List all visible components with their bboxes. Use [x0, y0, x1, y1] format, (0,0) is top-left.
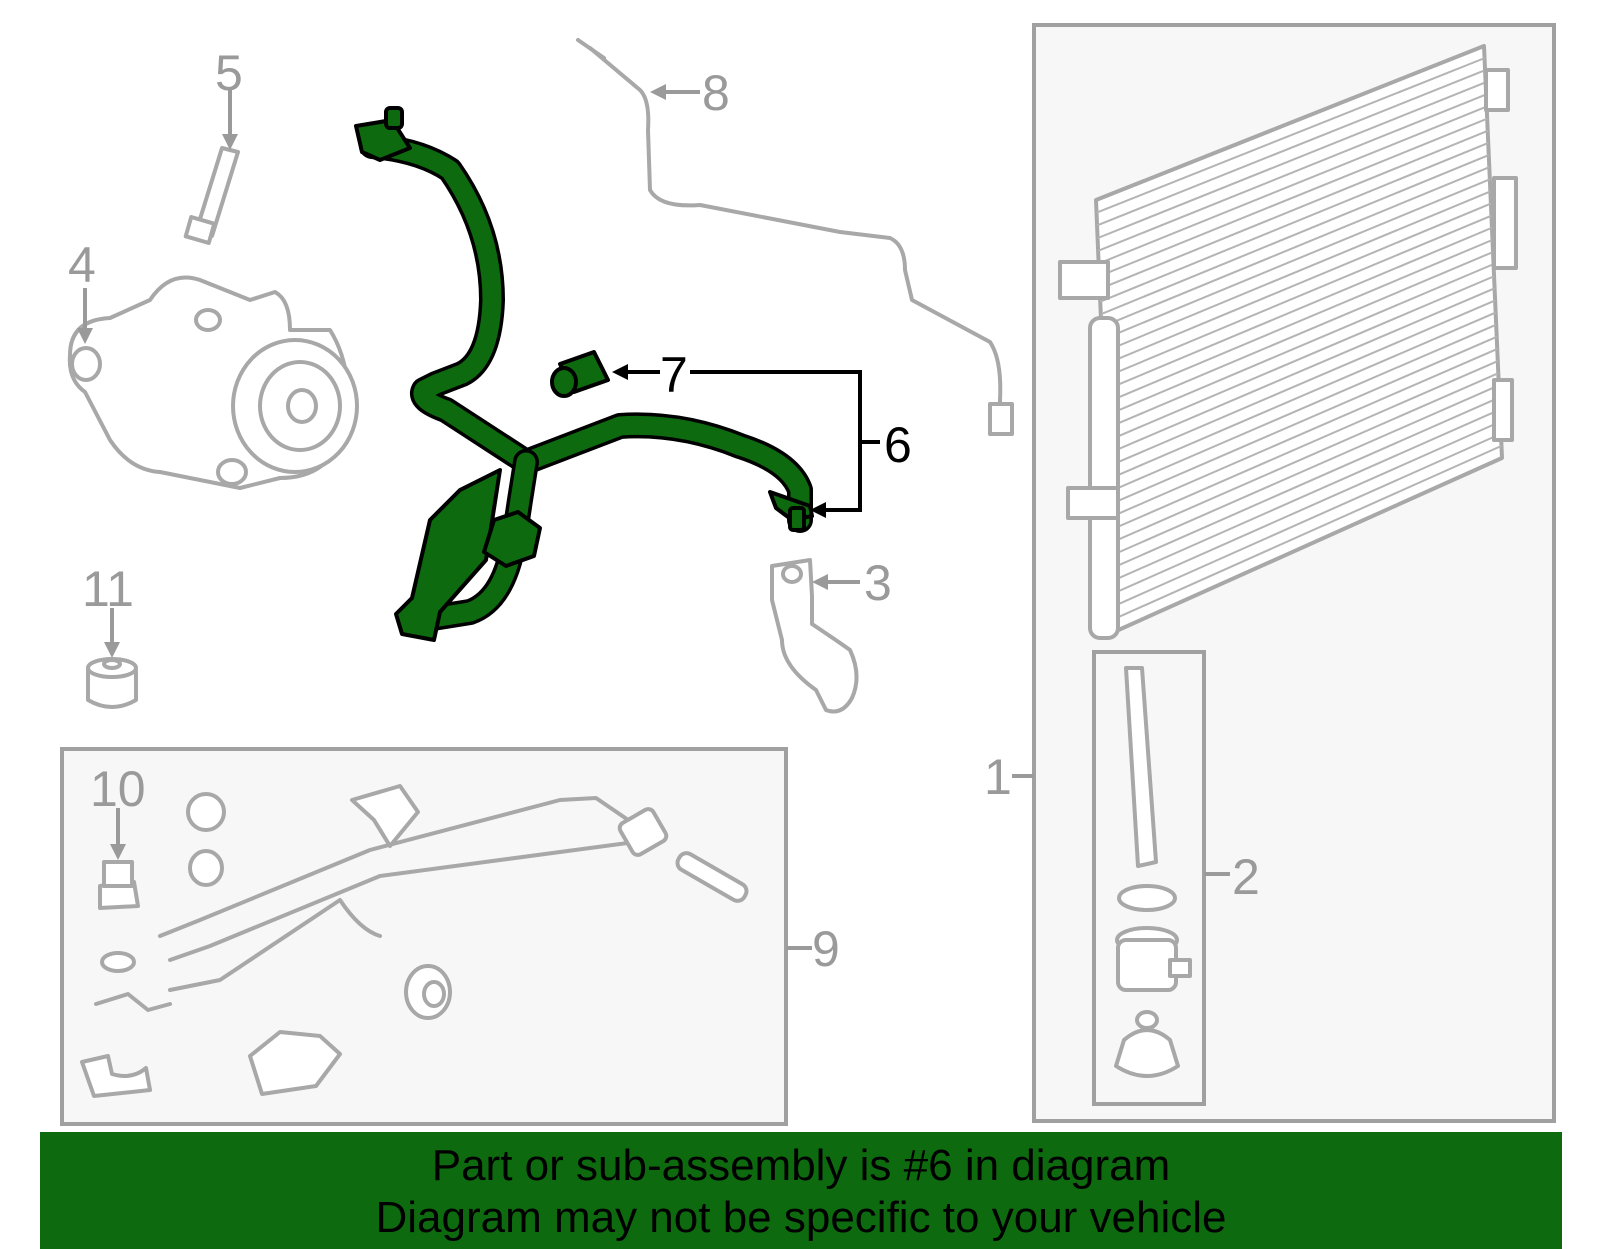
- condenser-fin: [1104, 251, 1494, 417]
- callout-8: 8: [702, 65, 730, 121]
- callout-4: 4: [68, 237, 96, 293]
- valve-core: [183, 146, 240, 245]
- condenser-fin: [1109, 372, 1499, 544]
- banner-line-1: Part or sub-assembly is #6 in diagram: [431, 1141, 1171, 1190]
- condenser-fin: [1096, 57, 1485, 214]
- condenser-fin: [1105, 263, 1494, 430]
- callout-5: 5: [215, 45, 243, 101]
- banner-line-2: Diagram may not be specific to your vehi…: [375, 1193, 1227, 1242]
- arrow-11: [104, 642, 120, 658]
- condenser-fin: [1101, 190, 1491, 354]
- condenser-fin: [1107, 311, 1497, 481]
- condenser-fin: [1108, 348, 1498, 519]
- callout-7: 7: [660, 347, 688, 403]
- callout-2: 2: [1232, 849, 1260, 905]
- cap: [86, 657, 138, 709]
- condenser-fin: [1097, 81, 1486, 240]
- callout-1: 1: [984, 749, 1012, 805]
- condenser-fin: [1099, 142, 1489, 303]
- condenser-fin: [1105, 275, 1495, 443]
- condenser-fin: [1106, 299, 1496, 468]
- condenser-fin: [1107, 323, 1497, 494]
- condenser-fin: [1099, 129, 1489, 290]
- condenser-fin: [1110, 384, 1500, 557]
- compressor: [67, 275, 359, 490]
- arrow-5: [222, 134, 238, 150]
- condenser-fin: [1098, 117, 1488, 278]
- condenser-fin: [1104, 238, 1493, 405]
- condenser-fin: [1106, 287, 1495, 456]
- bracket: [770, 558, 859, 714]
- condenser-fin: [1101, 178, 1491, 341]
- condenser-fin: [1097, 93, 1487, 252]
- condenser-fin: [1113, 444, 1502, 621]
- info-banner: Part or sub-assembly is #6 in diagram Di…: [40, 1132, 1562, 1249]
- condenser-fin: [1100, 166, 1490, 328]
- condenser-fin: [1108, 335, 1498, 506]
- callout-10: 10: [90, 761, 146, 817]
- arrow-6: [810, 502, 826, 518]
- arrow-3: [812, 574, 828, 590]
- arrow-10: [110, 844, 126, 860]
- condenser: [1058, 44, 1518, 640]
- arrow-4: [77, 328, 93, 344]
- condenser-fin: [1111, 408, 1501, 583]
- callout-3: 3: [864, 555, 892, 611]
- callout-9: 9: [812, 921, 840, 977]
- condenser-fin: [1110, 396, 1500, 570]
- condenser-fin: [1102, 202, 1492, 367]
- condenser-fin: [1096, 69, 1486, 227]
- drier-parts: [1114, 666, 1192, 1078]
- condenser-fin: [1109, 360, 1499, 532]
- liquid-line: [576, 38, 1014, 436]
- callout-11: 11: [82, 561, 134, 617]
- hose-assembly-highlight: [354, 106, 814, 642]
- condenser-fin: [1098, 105, 1488, 265]
- condenser-fin: [1100, 154, 1490, 316]
- condenser-fin: [1103, 214, 1492, 379]
- condenser-fin: [1103, 226, 1493, 392]
- callout-6: 6: [884, 417, 912, 473]
- condenser-fin: [1112, 432, 1502, 608]
- line-kit-parts: [80, 784, 749, 1098]
- condenser-fin: [1112, 420, 1501, 595]
- arrow-7: [612, 364, 628, 380]
- arrow-8: [650, 84, 666, 100]
- line-kit-box: [60, 747, 788, 1126]
